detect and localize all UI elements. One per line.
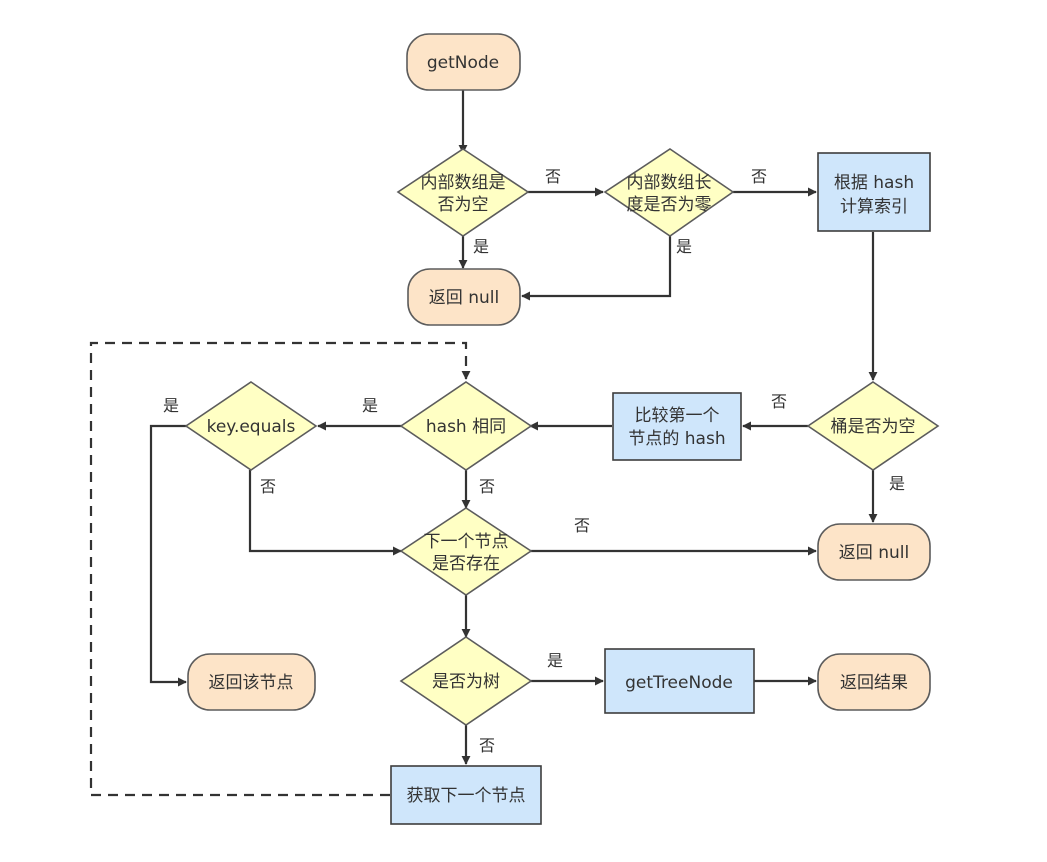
node-return-null-mid: 返回 null (817, 523, 931, 581)
node-next-exists-decision: 下一个节点 是否存在 (399, 507, 533, 596)
label-array-empty-no: 否 (545, 167, 561, 186)
hash-same-label: hash 相同 (426, 417, 506, 437)
compare-first-label-2: 节点的 hash (628, 429, 725, 449)
label-key-no: 否 (260, 477, 276, 496)
calc-index-label-2: 计算索引 (840, 197, 908, 217)
node-get-node: getNode (406, 33, 521, 91)
label-tree-yes: 是 (547, 651, 563, 670)
get-tree-node-label: getTreeNode (625, 673, 733, 693)
label-array-empty-yes: 是 (473, 237, 489, 256)
edges (89, 90, 878, 797)
node-hash-same-decision: hash 相同 (399, 381, 533, 471)
edge-key-no (248, 470, 402, 556)
key-equals-label: key.equals (207, 417, 296, 437)
compare-first-label-1: 比较第一个 (635, 406, 720, 426)
array-empty-label-1: 内部数组是 (421, 173, 506, 193)
node-return-result: 返回结果 (817, 653, 931, 711)
node-is-tree-decision: 是否为树 (399, 636, 533, 726)
array-empty-label-2: 否为空 (438, 195, 489, 215)
node-compare-first: 比较第一个 节点的 hash (612, 392, 742, 461)
label-hash-yes: 是 (362, 396, 378, 415)
node-get-next: 获取下一个节点 (390, 765, 542, 825)
return-result-label: 返回结果 (840, 673, 908, 693)
edge-array-len-yes (521, 236, 672, 301)
edge-key-yes (149, 424, 187, 687)
return-null-mid-label: 返回 null (839, 543, 909, 563)
label-array-len-yes: 是 (676, 237, 692, 256)
label-next-no: 否 (574, 516, 590, 535)
node-array-length-decision: 内部数组长 度是否为零 (603, 148, 735, 237)
get-node-label: getNode (427, 53, 499, 73)
node-get-tree-node: getTreeNode (604, 648, 755, 714)
get-next-label: 获取下一个节点 (407, 786, 526, 806)
array-len-label-2: 度是否为零 (627, 195, 712, 215)
node-key-equals-decision: key.equals (184, 381, 318, 471)
is-tree-label: 是否为树 (432, 672, 500, 692)
edge-loop-back (89, 341, 471, 797)
node-calc-index: 根据 hash 计算索引 (817, 152, 931, 232)
next-exists-label-1: 下一个节点 (424, 532, 509, 552)
node-return-null-top: 返回 null (407, 268, 521, 326)
edge-labels: 否 是 否 是 否 是 是 否 是 否 否 是 否 (163, 167, 905, 755)
label-hash-no: 否 (479, 477, 495, 496)
node-bucket-empty-decision: 桶是否为空 (806, 381, 940, 471)
bucket-empty-label: 桶是否为空 (831, 417, 916, 437)
label-key-yes: 是 (163, 396, 179, 415)
node-return-node: 返回该节点 (187, 653, 316, 711)
calc-index-label-1: 根据 hash (834, 173, 914, 193)
next-exists-label-2: 是否存在 (432, 554, 500, 574)
label-array-len-no: 否 (751, 167, 767, 186)
return-node-label: 返回该节点 (209, 673, 294, 693)
array-len-label-1: 内部数组长 (627, 173, 712, 193)
label-tree-no: 否 (479, 736, 495, 755)
return-null-top-label: 返回 null (429, 288, 499, 308)
node-array-empty-decision: 内部数组是 否为空 (396, 148, 530, 237)
label-bucket-no: 否 (771, 392, 787, 411)
label-bucket-yes: 是 (889, 474, 905, 493)
